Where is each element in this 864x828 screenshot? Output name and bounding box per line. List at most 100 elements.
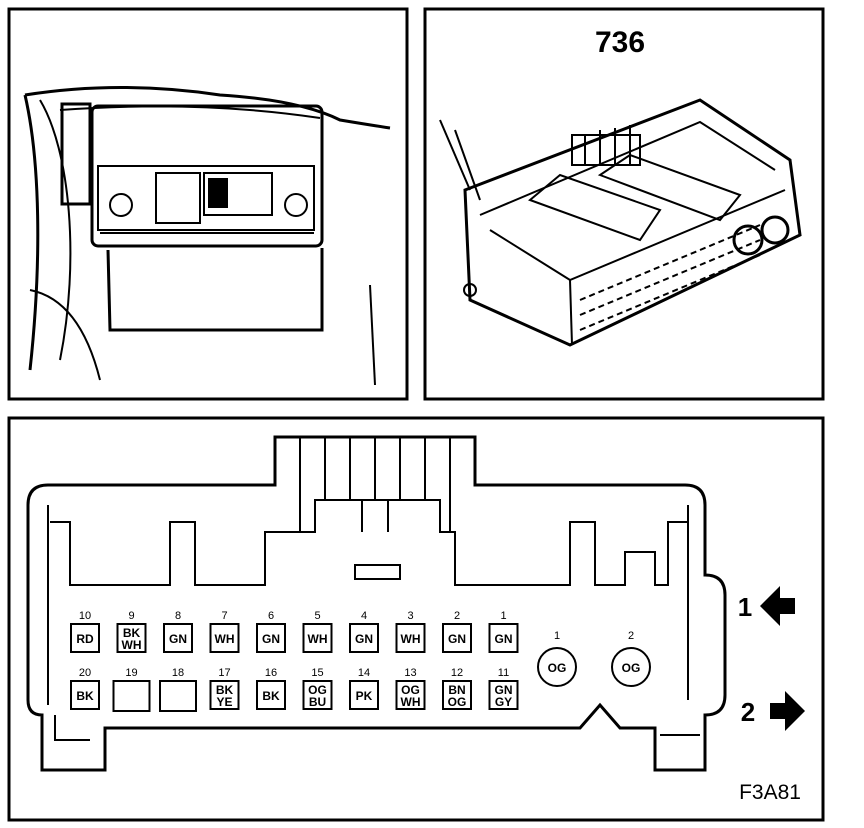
pin-box — [442, 623, 472, 653]
pin-box — [488, 623, 519, 653]
component-number: 736 — [595, 26, 645, 59]
pin-7: 7WH — [209, 610, 240, 653]
pin-number: 10 — [79, 610, 91, 622]
arrow-1-label: 1 — [738, 592, 752, 622]
pin-4: 4GN — [349, 610, 379, 653]
pin-18: 18 — [159, 667, 197, 712]
pin-number: 15 — [311, 667, 323, 679]
pin-box — [159, 680, 197, 712]
wire-color-label: GN — [169, 632, 187, 646]
pin-box — [163, 623, 193, 653]
pin-number: 7 — [221, 610, 227, 622]
wire-color-label: PK — [356, 689, 373, 703]
wire-color-label: BK — [262, 689, 280, 703]
wire-color-label: RD — [76, 632, 94, 646]
connector-illustration — [439, 98, 802, 347]
pin-number: 5 — [314, 610, 320, 622]
pin-5: 5WH — [302, 610, 333, 653]
wire-color-label: WH — [401, 632, 421, 646]
pin-box — [488, 680, 519, 710]
round-pin-2: 2OG — [611, 630, 651, 687]
pin-number: 9 — [128, 610, 134, 622]
pin-box — [209, 623, 240, 653]
pin-number: 19 — [125, 667, 137, 679]
pin-number: 16 — [265, 667, 277, 679]
round-pin-circle — [537, 647, 577, 687]
pin-number: 8 — [175, 610, 181, 622]
pin-8: 8GN — [163, 610, 193, 653]
pin-number: 3 — [407, 610, 413, 622]
panel-dashboard-location — [7, 7, 409, 401]
wire-color-label: WH — [215, 632, 235, 646]
wire-color-label: GN — [262, 632, 280, 646]
wire-color-label: GN — [355, 632, 373, 646]
pin-19: 19 — [112, 667, 151, 712]
pin-box — [442, 680, 472, 710]
pin-box — [70, 623, 100, 653]
pin-number: 1 — [500, 610, 506, 622]
panel-connector-view — [423, 7, 825, 401]
pin-number: 11 — [498, 667, 509, 679]
arrow-1-icon — [760, 586, 795, 626]
pin-3: 3WH — [395, 610, 426, 653]
pin-box — [349, 680, 379, 710]
panel-connector-face — [7, 416, 825, 822]
pin-box — [256, 623, 286, 653]
pin-box — [209, 680, 240, 710]
wire-color-label: BK — [76, 689, 94, 703]
pin-box — [256, 680, 286, 710]
pin-6: 6GN — [256, 610, 286, 653]
pin-number: 2 — [454, 610, 460, 622]
pin-box — [116, 623, 147, 653]
wire-color-label: GN — [448, 632, 466, 646]
pin-2: 2GN — [442, 610, 472, 653]
wire-color-label: OG — [622, 661, 641, 675]
pin-box — [70, 680, 100, 710]
wire-color-label: OG — [548, 661, 567, 675]
pin-number: 6 — [268, 610, 274, 622]
pin-number: 18 — [172, 667, 184, 679]
pin-box — [112, 680, 151, 712]
pin-box — [395, 623, 426, 653]
pin-number: 1 — [554, 630, 560, 642]
pin-box — [349, 623, 379, 653]
pin-number: 4 — [361, 610, 367, 622]
figure-code: F3A81 — [739, 781, 801, 804]
pin-box — [395, 680, 426, 710]
pin-1: 1GN — [488, 610, 519, 653]
round-pin-circle — [611, 647, 651, 687]
pin-number: 20 — [79, 667, 91, 679]
pin-box — [302, 623, 333, 653]
pin-number: 12 — [451, 667, 463, 679]
pin-number: 14 — [358, 667, 370, 679]
connector-face-outline — [26, 435, 727, 772]
pin-number: 2 — [628, 630, 634, 642]
pin-box — [302, 680, 333, 710]
pin-number: 17 — [218, 667, 230, 679]
round-pin-1: 1OG — [537, 630, 577, 687]
dashboard-illustration — [23, 86, 391, 386]
arrow-2-label: 2 — [741, 697, 755, 727]
wire-color-label: WH — [308, 632, 328, 646]
wire-color-label: GN — [495, 632, 513, 646]
pin-number: 13 — [404, 667, 416, 679]
arrow-2-icon — [770, 691, 805, 731]
